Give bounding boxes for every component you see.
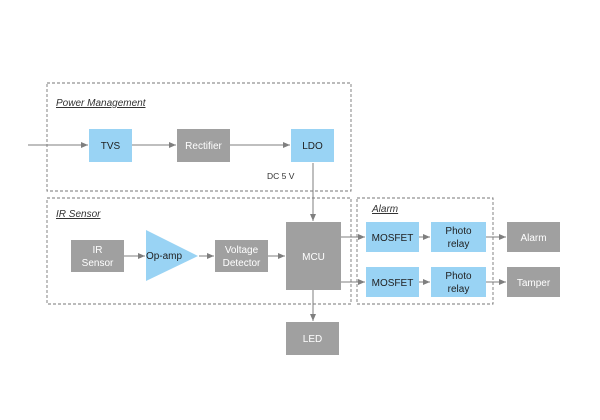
- led-block: LED: [286, 322, 339, 355]
- ir-sensor-label-line1: IR: [93, 245, 103, 256]
- ir-sensor-block: IR Sensor: [71, 240, 124, 272]
- tamper-output-block: Tamper: [507, 267, 560, 297]
- photo-relay-1-label-line1: Photo: [445, 226, 472, 237]
- photo-relay-2-label-line1: Photo: [445, 271, 472, 282]
- power-management-title: Power Management: [56, 98, 147, 109]
- voltage-detector-block: Voltage Detector: [215, 240, 268, 272]
- photo-relay-1-block: Photo relay: [431, 222, 486, 252]
- photo-relay-2-block: Photo relay: [431, 267, 486, 297]
- tvs-block: TVS: [89, 129, 132, 162]
- photo-relay-1-label-line2: relay: [448, 239, 470, 250]
- rectifier-label: Rectifier: [185, 141, 222, 152]
- mosfet-2-block: MOSFET: [366, 267, 419, 297]
- op-amp-block: Op-amp: [146, 230, 198, 281]
- ldo-block: LDO: [291, 129, 334, 162]
- alarm-group: Alarm: [356, 197, 494, 305]
- dc-supply-label: DC 5 V: [267, 171, 295, 181]
- alarm-group-title: Alarm: [371, 204, 398, 215]
- tvs-label: TVS: [101, 141, 121, 152]
- ir-sensor-group: IR Sensor: [46, 197, 352, 305]
- mcu-block: MCU: [286, 222, 341, 290]
- tamper-output-label: Tamper: [517, 278, 551, 289]
- mosfet-1-block: MOSFET: [366, 222, 419, 252]
- ldo-label: LDO: [302, 141, 323, 152]
- power-management-group: Power Management: [46, 82, 352, 192]
- led-label: LED: [303, 334, 322, 345]
- voltage-detector-label-line2: Detector: [223, 258, 261, 269]
- alarm-output-block: Alarm: [507, 222, 560, 252]
- photo-relay-2-label-line2: relay: [448, 284, 470, 295]
- mosfet-2-label: MOSFET: [372, 278, 414, 289]
- alarm-output-label: Alarm: [520, 233, 546, 244]
- ir-sensor-title: IR Sensor: [56, 209, 101, 220]
- connectors: [28, 142, 506, 321]
- rectifier-block: Rectifier: [177, 129, 230, 162]
- op-amp-label: Op-amp: [146, 251, 183, 262]
- ir-sensor-label-line2: Sensor: [82, 258, 114, 269]
- voltage-detector-label-line1: Voltage: [225, 245, 259, 256]
- mosfet-1-label: MOSFET: [372, 233, 414, 244]
- mcu-label: MCU: [302, 252, 325, 263]
